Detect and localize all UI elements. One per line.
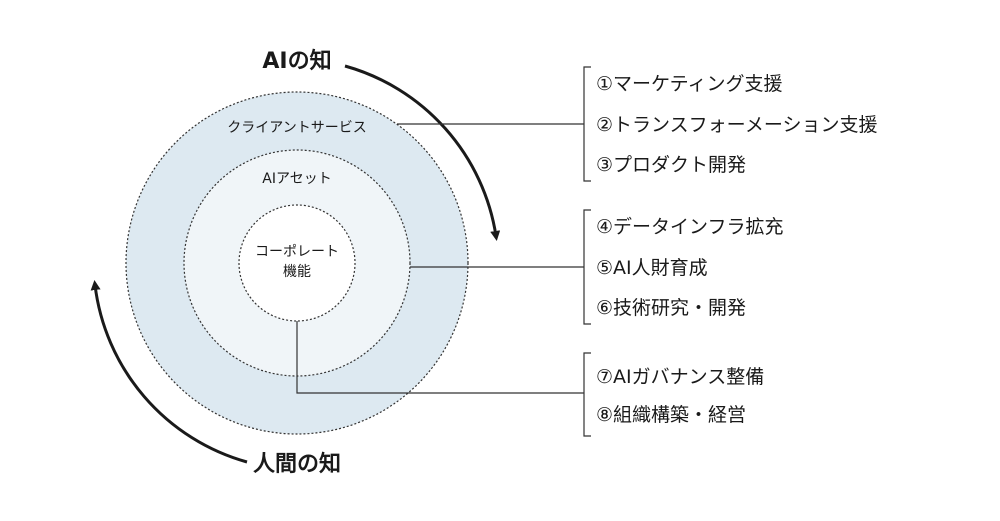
cycle-arrow-right [344,64,501,241]
top-title-ai-knowledge: AIの知 [262,48,331,74]
group-1-item-2: ②トランスフォーメーション支援 [596,114,878,136]
inner-ring-label-line1: コーポレート [255,244,339,260]
group-3-item-1: ⑦AIガバナンス整備 [596,366,764,388]
middle-ring-label: AIアセット [262,171,331,187]
group-2-item-1: ④データインフラ拡充 [596,216,783,238]
group-1-bracket [583,66,591,182]
group-3-item-2: ⑧組織構築・経営 [596,404,746,426]
group-1-item-1: ①マーケティング支援 [596,73,783,95]
cycle-arrow-left [90,280,248,464]
bottom-title-human-knowledge: 人間の知 [253,451,341,477]
inner-ring-corporate [238,204,356,322]
inner-ring-label-line2: 機能 [283,264,311,280]
outer-ring-label: クライアントサービス [227,120,366,136]
group-1-item-3: ③プロダクト開発 [596,154,746,176]
group-2-bracket [583,209,591,325]
group-3-bracket [583,352,591,437]
group-2-item-3: ⑥技術研究・開発 [596,297,746,319]
connector-line-inner [296,321,584,394]
group-2-item-2: ⑤AI人財育成 [596,257,708,279]
